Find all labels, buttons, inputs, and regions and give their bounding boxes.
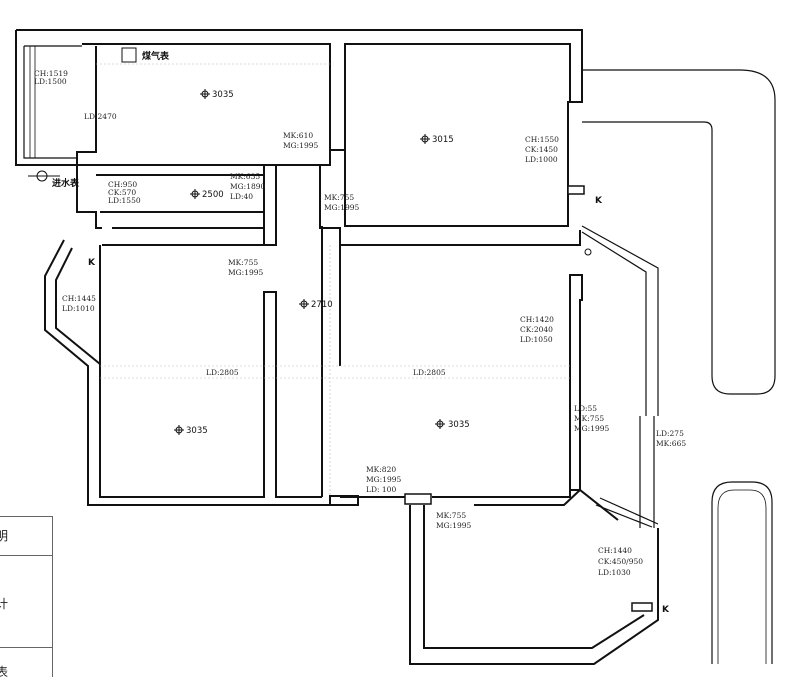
right-walkway-top — [582, 69, 776, 395]
dim-label: MK:635 — [230, 172, 260, 181]
water-meter-label: 进水表 — [52, 177, 80, 189]
room-bottom — [409, 488, 659, 665]
dim-label: MG:1995 — [324, 203, 360, 212]
dim-label: MK:755 — [436, 511, 466, 520]
dim-label: LD:275 — [656, 429, 684, 438]
ceiling-height-label: 3015 — [432, 135, 454, 145]
dim-label: CH:1519 — [34, 69, 68, 78]
outer-wall-left-top — [15, 30, 76, 166]
height-marker-icon — [420, 134, 430, 144]
door-block — [631, 602, 653, 612]
legend-row: 明 — [0, 529, 9, 543]
room-big-right — [321, 245, 583, 498]
dim-label: LD:55 — [574, 404, 597, 413]
outlet-icon — [584, 248, 592, 256]
wall-segment — [263, 164, 277, 246]
dim-label: CK:450/950 — [598, 557, 643, 566]
ceiling-height-label: 3035 — [186, 426, 208, 436]
room-r3-walls — [76, 165, 102, 229]
dim-label: LD: 100 — [366, 485, 396, 494]
gas-meter-label: 煤气表 — [142, 50, 170, 62]
k-marker: K — [595, 196, 603, 206]
balcony-left — [23, 45, 82, 159]
dim-label: LD:2805 — [206, 368, 239, 377]
height-marker-icon — [174, 425, 184, 435]
dim-label: LD:2805 — [413, 368, 446, 377]
right-walkway-bottom — [711, 481, 773, 664]
ceiling-height-label: 2710 — [311, 300, 333, 310]
dim-label: LD:2470 — [84, 112, 117, 121]
legend-row: 计 — [0, 597, 9, 611]
corridor-walls — [276, 164, 581, 246]
dim-label: LD:1000 — [525, 155, 558, 164]
dim-label: MG:1890 — [230, 182, 266, 191]
dim-label: CK:2040 — [520, 325, 553, 334]
ceiling-height-label: 3035 — [212, 90, 234, 100]
right-balcony — [581, 225, 659, 528]
dim-label: CH:1445 — [62, 294, 96, 303]
height-marker-icon — [200, 89, 210, 99]
dim-label: CK:570 — [108, 188, 136, 197]
dim-label: MK:755 — [324, 193, 354, 202]
right-walkway-bottom-inner — [717, 489, 767, 664]
dim-label: LD:1050 — [520, 335, 553, 344]
gas-meter-icon — [121, 47, 137, 63]
room-r4-walls — [102, 227, 265, 246]
height-marker-icon — [299, 299, 309, 309]
bay-window-left — [44, 239, 101, 378]
room-bed-left — [87, 245, 359, 506]
door-block — [567, 185, 585, 195]
height-marker-icon — [435, 419, 445, 429]
dim-label: MG:1995 — [574, 424, 610, 433]
dim-label: LD:40 — [230, 192, 253, 201]
k-marker: K — [88, 258, 96, 268]
dim-label: CH:1550 — [525, 135, 559, 144]
dim-label: MK:755 — [228, 258, 258, 267]
dim-label: LD:1010 — [62, 304, 95, 313]
dim-label: LD:1030 — [598, 568, 631, 577]
dim-label: CH:1420 — [520, 315, 554, 324]
dim-label: MG:1995 — [228, 268, 264, 277]
dim-label: CH:950 — [108, 180, 137, 189]
dim-label: MG:1995 — [283, 141, 319, 150]
bottom-right-window — [595, 497, 659, 528]
dim-label: LD:1550 — [108, 196, 141, 205]
legend-row: 表 — [0, 665, 9, 679]
room-kitchen-walls — [76, 46, 331, 166]
dim-label: MK:610 — [283, 131, 313, 140]
room-r2-lower — [321, 225, 352, 245]
dim-label: MG:1995 — [366, 475, 402, 484]
ceiling-height-label: 2500 — [202, 190, 224, 200]
dim-label: MK:755 — [574, 414, 604, 423]
dim-label: MG:1995 — [436, 521, 472, 530]
room-r2-walls — [344, 101, 582, 227]
k-marker: K — [662, 605, 670, 615]
dim-label: MK:665 — [656, 439, 686, 448]
height-marker-icon — [190, 189, 200, 199]
legend-table: 明 计 表 — [0, 516, 53, 679]
dim-label: CH:1440 — [598, 546, 632, 555]
dim-label: MK:820 — [366, 465, 396, 474]
outer-wall-top — [16, 29, 583, 151]
ceiling-height-label: 3035 — [448, 420, 470, 430]
door-block — [404, 493, 432, 505]
dim-label: CK:1450 — [525, 145, 558, 154]
dim-label: LD:1500 — [34, 77, 67, 86]
